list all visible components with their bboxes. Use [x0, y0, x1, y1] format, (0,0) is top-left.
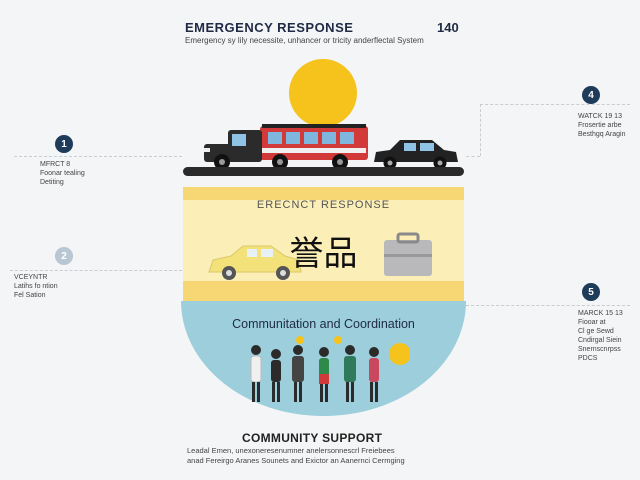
road	[183, 167, 464, 176]
marker-text-2: VCEYNTR Latihs fo ntion Fel Sation	[14, 274, 58, 299]
connector-line-1	[14, 156, 182, 157]
community-description-line-1: Leadal Emen, unexoneresenumner anelerson…	[187, 446, 395, 455]
people-group-icon	[250, 336, 410, 402]
marker-badge-5: 5	[582, 283, 600, 301]
community-description-line-2: anad Fereirgo Aranes Sounets and Exictor…	[187, 456, 405, 465]
page-subtitle: Emergency sy lily necessite, unhancer or…	[185, 36, 424, 45]
communication-label: Communitation and Coordination	[232, 317, 415, 331]
connector-line-4-vertical	[480, 104, 481, 156]
community-label: COMMUNITY SUPPORT	[242, 431, 383, 445]
fire-truck-icon	[204, 124, 368, 170]
marker-text-1: MFRCT 8 Foonar tealing Detiting	[40, 161, 85, 186]
page-title: EMERGENCY RESPONSE	[185, 20, 354, 35]
taxi-icon	[208, 245, 302, 280]
marker-badge-1: 1	[55, 135, 73, 153]
response-band-top-stripe	[183, 187, 464, 200]
marker-badge-2: 2	[55, 247, 73, 265]
marker-badge-4: 4	[582, 86, 600, 104]
marker-text-4: WATCK 19 13 Frosertie arbe Besthgq Aragi…	[578, 113, 626, 138]
response-band-bottom-stripe	[183, 281, 464, 301]
connector-line-4	[466, 156, 480, 157]
connector-line-2	[10, 270, 182, 271]
sun-icon	[289, 59, 357, 127]
emergency-kit-icon	[384, 232, 432, 276]
overlay-label: 誉品	[289, 234, 358, 274]
connector-line-5	[466, 305, 630, 306]
car-icon	[374, 140, 458, 170]
marker-text-5: MARCK 15 13 Fiooar at Cl ge Sewd Cndirga…	[578, 310, 623, 362]
connector-line-4-top	[480, 104, 630, 105]
page-number: 140	[437, 20, 459, 35]
response-label: ERECNCT RESPONSE	[256, 199, 391, 211]
